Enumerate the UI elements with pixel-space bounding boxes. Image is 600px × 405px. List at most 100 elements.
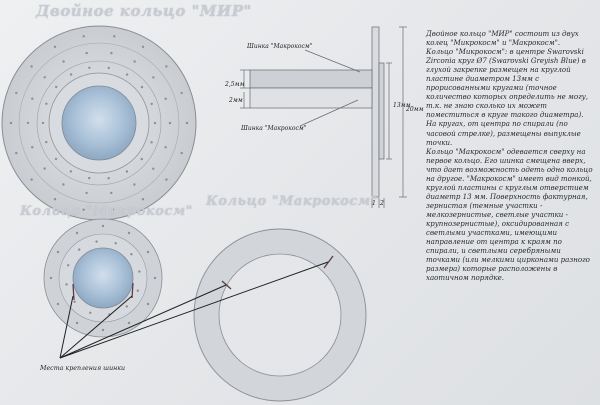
decor-dot: [73, 300, 76, 303]
decor-dot: [138, 270, 141, 273]
decor-dot: [136, 289, 139, 292]
description-paragraph: Кольцо "Макрокосм" одевается сверху на п…: [426, 146, 593, 283]
decor-dot: [49, 276, 53, 280]
description-text: Двойное кольцо "МИР" состоит из двух кол…: [426, 29, 596, 282]
micro-ring-drawing: [43, 218, 163, 338]
decor-dot: [15, 151, 18, 155]
decor-dot: [153, 121, 157, 125]
profile-drawing: [240, 26, 407, 208]
decor-dot: [141, 45, 145, 48]
decor-dot: [146, 302, 150, 306]
decor-dot: [56, 302, 60, 306]
decor-dot: [78, 248, 81, 251]
decor-dot: [31, 146, 34, 149]
decor-dot: [30, 65, 33, 68]
decor-dot: [30, 178, 33, 181]
decor-dot: [141, 198, 145, 201]
decor-dot: [95, 240, 98, 243]
decor-dot: [150, 102, 153, 106]
decor-dot: [113, 35, 116, 38]
decor-dot: [9, 121, 13, 125]
decor-dot: [26, 121, 30, 125]
decor-dot: [43, 76, 46, 79]
title-micro-ring: Кольцо "Микрокосм": [20, 204, 193, 219]
decor-dot: [101, 224, 105, 228]
decor-dot: [75, 321, 79, 325]
decor-dot: [43, 167, 46, 170]
decor-dot: [165, 65, 168, 68]
decor-dot: [62, 60, 65, 63]
decor-dot: [110, 51, 113, 55]
decor-dot: [125, 305, 128, 308]
decor-dot: [15, 91, 18, 95]
decor-dot: [125, 73, 129, 76]
decor-dot: [164, 97, 167, 101]
decor-dot: [153, 276, 157, 280]
decor-dot: [101, 328, 105, 332]
label-dim-2-5mm: 2,5мм: [225, 81, 245, 88]
decor-dot: [45, 102, 48, 105]
decor-dot: [127, 321, 131, 325]
decor-dot: [168, 121, 172, 125]
decor-dot: [45, 140, 48, 144]
decor-dot: [114, 242, 117, 245]
title-double-ring: Двойное кольцо "МИР": [36, 2, 252, 20]
description-paragraph: Кольцо "Микрокосм": в центре Swarovski Z…: [426, 47, 588, 147]
decor-dot: [65, 283, 68, 286]
decor-dot: [89, 311, 92, 314]
decor-dot: [140, 157, 143, 161]
title-macro-ring: Кольцо "Макрокосм": [206, 194, 378, 209]
label-mount-points: Места крепления шинки: [40, 365, 126, 372]
decor-dot: [185, 121, 189, 125]
decor-dot: [152, 167, 155, 170]
decor-dot: [133, 183, 136, 186]
decor-dot: [88, 176, 91, 180]
label-dim-2mm: 2мм: [229, 97, 243, 104]
decor-dot: [150, 141, 153, 144]
description-paragraph: Двойное кольцо "МИР" состоит из двух кол…: [426, 29, 579, 48]
decor-dot: [146, 250, 150, 254]
decor-dot: [164, 146, 167, 149]
decor-dot: [127, 231, 131, 235]
decor-dot: [31, 97, 34, 100]
decor-dot: [75, 231, 79, 235]
decor-dot: [180, 91, 183, 95]
decor-dot: [69, 73, 73, 76]
label-dim-2: 2: [380, 200, 384, 207]
decor-dot: [152, 76, 155, 79]
label-dim-13mm: 13мм: [393, 102, 411, 109]
decor-dot: [85, 51, 88, 55]
decor-dot: [180, 151, 183, 155]
double-ring-drawing: [1, 25, 197, 221]
decor-dot: [130, 253, 133, 256]
decor-dot: [110, 191, 113, 195]
decor-dot: [54, 157, 58, 161]
decor-dot: [85, 191, 88, 195]
decor-dot: [41, 121, 45, 125]
label-dim-1: 1: [372, 200, 376, 207]
mount-leaders: [59, 261, 329, 359]
decor-dot: [140, 85, 144, 89]
decor-dot: [56, 250, 60, 254]
decor-dot: [107, 177, 110, 180]
decor-dot: [82, 35, 85, 38]
gem-circle: [61, 85, 137, 161]
label-shank-bottom: Шинка "Макрокосм": [241, 125, 307, 132]
label-dim-20mm: 20мм: [406, 106, 424, 113]
decor-dot: [53, 45, 57, 48]
decor-dot: [88, 66, 91, 70]
decor-dot: [69, 170, 73, 173]
decor-dot: [55, 85, 58, 89]
decor-dot: [133, 60, 136, 63]
decor-dot: [53, 198, 57, 201]
decor-dot: [125, 170, 129, 173]
macro-ring-drawing: [193, 228, 367, 402]
decor-dot: [67, 264, 70, 267]
label-shank-top: Шинка "Макрокосм": [247, 43, 313, 50]
decor-dot: [113, 208, 116, 211]
decor-dot: [82, 208, 85, 211]
decor-dot: [107, 66, 111, 70]
decor-dot: [62, 183, 65, 186]
